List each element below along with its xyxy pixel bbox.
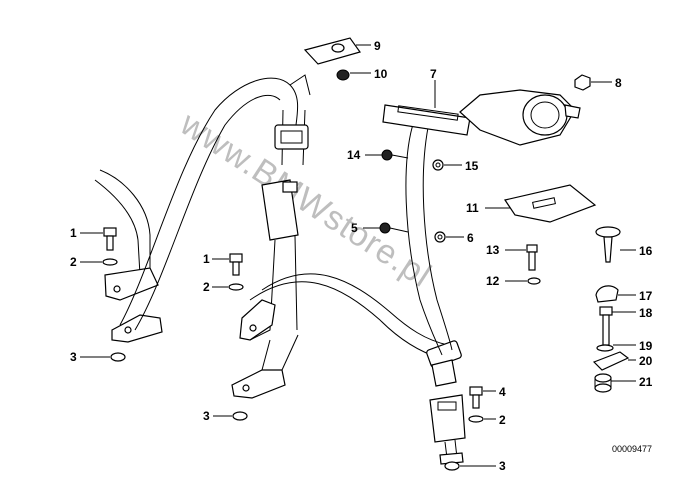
callout-10: 10: [374, 67, 388, 81]
clip-16: [595, 226, 621, 263]
callout-4: 4: [499, 385, 506, 399]
nut-5: [379, 222, 391, 234]
callout-8: 8: [615, 76, 622, 90]
callout-20: 20: [639, 354, 653, 368]
callout-6: 6: [467, 231, 474, 245]
callout-5: 5: [351, 221, 358, 235]
washer-2c: [468, 415, 484, 423]
top-cover-and-nut: [303, 37, 361, 81]
callout-3c: 3: [499, 459, 506, 473]
callout-18: 18: [639, 306, 653, 320]
center-anchor-plates: [231, 299, 299, 399]
callout-21: 21: [639, 375, 653, 389]
bolt-18: [599, 306, 613, 346]
bolt-13: [526, 244, 538, 271]
center-belt-strap: [249, 273, 462, 387]
washer-2a: [102, 258, 118, 266]
nut-3a: [110, 352, 126, 362]
bolt-1a: [103, 227, 117, 251]
callout-16: 16: [639, 244, 653, 258]
nut-3c: [444, 461, 460, 471]
callout-3a: 3: [70, 350, 77, 364]
callout-3b: 3: [203, 409, 210, 423]
bolt-1b: [229, 253, 243, 276]
callout-13: 13: [486, 243, 500, 257]
spacer-21: [594, 373, 612, 393]
callouts: 1 2 3 1 2 3 4 2 3 5 6 14 15 7 8 9: [70, 39, 653, 473]
callout-19: 19: [639, 339, 653, 353]
callout-15: 15: [465, 159, 479, 173]
washer-12: [527, 277, 541, 285]
retractor-unit: [382, 89, 581, 146]
callout-14: 14: [347, 148, 361, 162]
callout-7: 7: [430, 67, 437, 81]
right-belt-assembly: [405, 117, 453, 356]
callout-12: 12: [486, 274, 500, 288]
buckle-assembly: [429, 394, 466, 465]
callout-1b: 1: [203, 252, 210, 266]
callout-9: 9: [374, 39, 381, 53]
washer-15: [432, 159, 444, 171]
plate-20: [592, 351, 630, 371]
callout-11: 11: [466, 201, 479, 215]
left-belt-assembly: [94, 169, 163, 343]
cap-17: [595, 285, 619, 303]
callout-1a: 1: [70, 226, 77, 240]
callout-2b: 2: [203, 280, 210, 294]
front-belt-left-assembly: [119, 74, 311, 341]
callout-2a: 2: [70, 255, 77, 269]
callout-2c: 2: [499, 413, 506, 427]
cover-plate-11: [504, 184, 597, 223]
document-id: 00009477: [612, 444, 652, 454]
washer-19: [596, 344, 614, 352]
nut-14: [381, 149, 393, 161]
washer-6: [434, 231, 446, 243]
nut-3b: [232, 411, 248, 421]
bolt-4: [469, 386, 483, 409]
hex-nut-8: [574, 74, 591, 91]
washer-2b: [228, 283, 244, 291]
callout-17: 17: [639, 289, 653, 303]
